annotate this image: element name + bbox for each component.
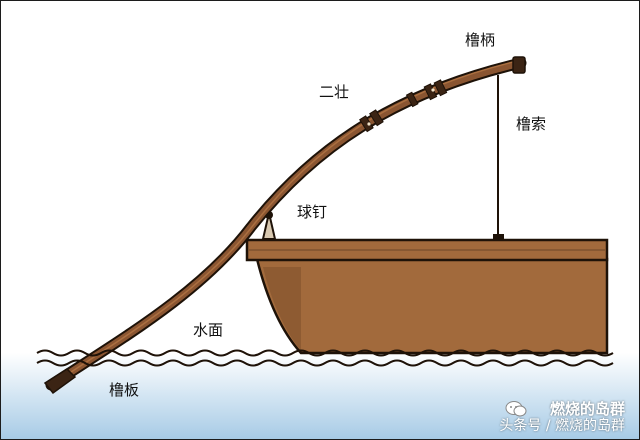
label-er-zhuang: 二壮	[319, 83, 350, 101]
binding-band	[405, 91, 419, 108]
ball-nail-support	[261, 212, 277, 240]
oar-shaft-highlight	[58, 60, 518, 381]
water-surface-line	[36, 359, 614, 367]
boat-hull	[255, 257, 609, 355]
binding-band	[433, 79, 448, 97]
label-ball-nail: 球钉	[297, 203, 328, 221]
label-oar-handle: 橹柄	[465, 31, 496, 49]
watermark-channel: 燃烧的岛群	[549, 400, 625, 418]
binding-dots	[367, 88, 435, 126]
rope-deck-anchor	[493, 234, 504, 241]
label-water-surface: 水面	[193, 321, 224, 339]
wechat-logo-icon	[505, 401, 527, 417]
water-body	[1, 353, 639, 439]
watermark-source: 头条号 / 燃烧的岛群	[499, 418, 625, 434]
binding-band	[369, 109, 384, 127]
binding-dot	[431, 88, 435, 92]
binding-dot	[367, 122, 371, 126]
label-oar-rope: 橹索	[516, 115, 547, 133]
oar-blade	[43, 368, 77, 395]
binding-band	[359, 115, 374, 133]
deck-plank	[245, 238, 609, 262]
label-oar-blade: 橹板	[109, 381, 140, 399]
hull-shadow	[263, 267, 301, 351]
oar-handle-cap	[512, 56, 526, 74]
water-surface-line	[36, 349, 614, 357]
